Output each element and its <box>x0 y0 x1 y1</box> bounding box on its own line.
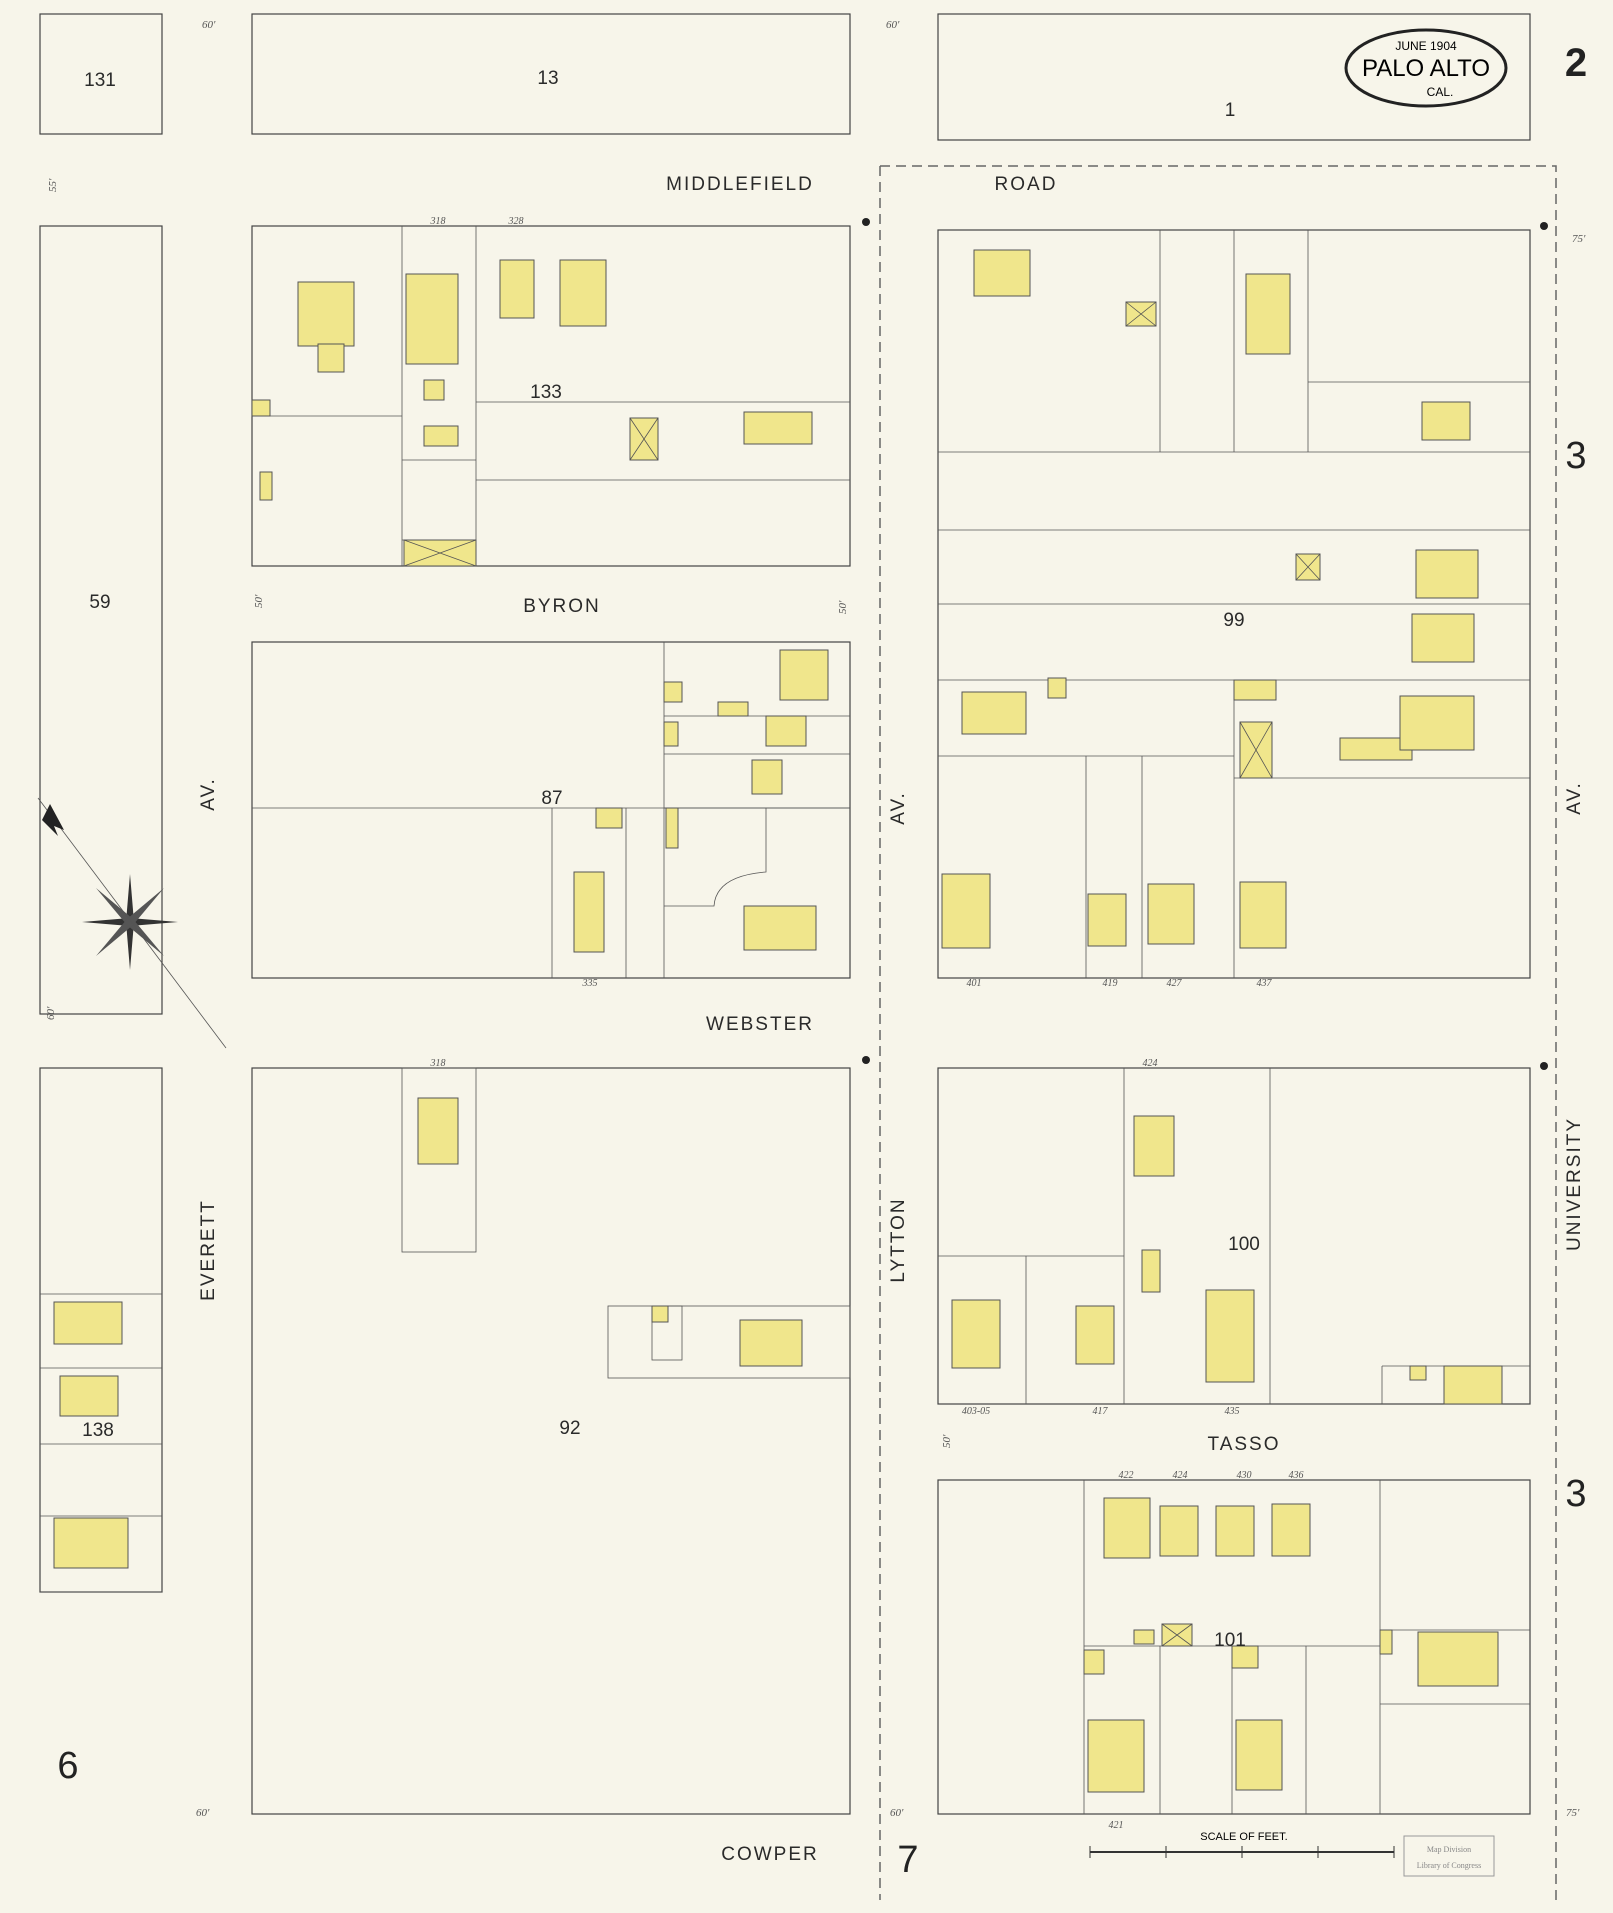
block-59-west-outline <box>39 225 163 1015</box>
address-437: 437 <box>1257 978 1273 989</box>
width-75-b: 75' <box>1566 1807 1580 1819</box>
street-lytton-av: AV. <box>888 791 909 824</box>
street-university-av: AV. <box>1564 781 1585 814</box>
width-60-c: 60' <box>45 1006 57 1020</box>
address-318: 318 <box>430 216 446 227</box>
library-stamp: Map Division Library of Congress <box>1403 1835 1495 1877</box>
street-tasso: TASSO <box>1208 1434 1281 1455</box>
address-419: 419 <box>1103 978 1118 989</box>
street-everett-av: AV. <box>198 777 219 810</box>
street-byron: BYRON <box>523 596 601 617</box>
title-cartouche: JUNE 1904 PALO ALTO CAL. <box>1344 28 1508 108</box>
block-100-outline <box>937 1067 1531 1405</box>
block-number-131: 131 <box>84 70 116 91</box>
block-number-99: 99 <box>1223 610 1244 631</box>
adjacent-sheet-south: 7 <box>897 1839 918 1881</box>
width-60-e: 60' <box>890 1807 904 1819</box>
sheet-number: 2 <box>1565 41 1587 85</box>
width-60-b: 60' <box>886 19 900 31</box>
street-lytton: LYTTON <box>888 1197 909 1282</box>
scale-bar: SCALE OF FEET. <box>1089 1831 1395 1858</box>
address-318b: 318 <box>430 1058 446 1069</box>
block-number-100: 100 <box>1228 1234 1260 1255</box>
adjacent-sheet-east-bottom: 3 <box>1565 1473 1586 1515</box>
address-417: 417 <box>1093 1406 1109 1417</box>
block-1-outline <box>937 13 1531 141</box>
buildings <box>53 249 1503 1793</box>
block-number-92: 92 <box>559 1418 580 1439</box>
block-number-138: 138 <box>82 1420 114 1441</box>
cartouche-date: JUNE 1904 <box>1395 39 1457 53</box>
block-number-13: 13 <box>537 68 558 89</box>
address-430: 430 <box>1237 1470 1252 1481</box>
width-60-d: 60' <box>196 1807 210 1819</box>
outbuildings <box>403 301 1321 1647</box>
adjacent-sheet-west-bottom: 6 <box>57 1745 78 1787</box>
block-number-101: 101 <box>1214 1630 1246 1651</box>
address-328: 328 <box>508 216 524 227</box>
street-everett: EVERETT <box>198 1199 219 1301</box>
block-number-59: 59 <box>89 592 110 613</box>
address-421: 421 <box>1109 1820 1124 1831</box>
width-60-a: 60' <box>202 19 216 31</box>
address-403-05: 403-05 <box>962 1406 990 1417</box>
width-55: 55' <box>47 178 59 192</box>
block-92-outline <box>251 1067 851 1815</box>
street-middlefield: MIDDLEFIELD <box>666 174 814 195</box>
hydrant-markers <box>862 218 1548 1070</box>
width-50-a: 50' <box>253 594 265 608</box>
block-number-1: 1 <box>1225 100 1236 121</box>
cartouche-city: PALO ALTO <box>1362 55 1490 82</box>
adjacent-sheet-east-top: 3 <box>1565 435 1586 477</box>
street-university: UNIVERSITY <box>1564 1117 1585 1251</box>
address-436: 436 <box>1289 1470 1304 1481</box>
block-101-outline <box>937 1479 1531 1815</box>
block-number-133: 133 <box>530 382 562 403</box>
address-401: 401 <box>967 978 982 989</box>
fire-limit-line <box>880 165 1557 1900</box>
width-50-c: 50' <box>941 1434 953 1448</box>
block-13-outline <box>251 13 851 135</box>
block-133-outline <box>251 225 851 567</box>
stamp-line2: Library of Congress <box>1417 1861 1481 1870</box>
scale-label: SCALE OF FEET. <box>1200 1831 1287 1843</box>
address-335: 335 <box>582 978 598 989</box>
width-50-b: 50' <box>837 600 849 614</box>
address-424: 424 <box>1143 1058 1158 1069</box>
address-424b: 424 <box>1173 1470 1188 1481</box>
block-131-outline <box>39 13 163 135</box>
block-87-outline <box>251 641 851 979</box>
stamp-line1: Map Division <box>1427 1845 1471 1854</box>
street-road: ROAD <box>995 174 1058 195</box>
width-75-a: 75' <box>1572 233 1586 245</box>
street-cowper: COWPER <box>721 1844 819 1865</box>
address-435: 435 <box>1225 1406 1240 1417</box>
street-webster: WEBSTER <box>706 1014 814 1035</box>
north-arrow-compass <box>37 797 227 1049</box>
address-422: 422 <box>1119 1470 1134 1481</box>
cartouche-state: CAL. <box>1427 85 1454 99</box>
block-number-87: 87 <box>541 788 562 809</box>
address-427: 427 <box>1167 978 1183 989</box>
